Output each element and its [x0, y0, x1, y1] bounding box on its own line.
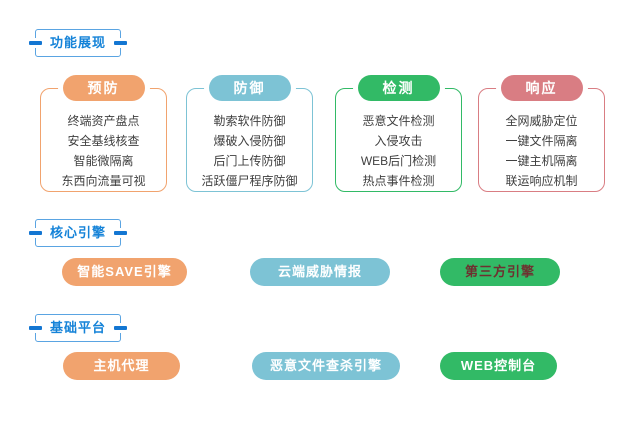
card-prevention-items: 终端资产盘点 安全基线核查 智能微隔离 东西向流量可视 — [41, 111, 166, 191]
card-item: 一键主机隔离 — [505, 154, 578, 168]
card-item: 东西向流量可视 — [61, 174, 146, 188]
card-prevention: 预防 终端资产盘点 安全基线核查 智能微隔离 东西向流量可视 — [40, 75, 167, 192]
card-item: 安全基线核查 — [67, 134, 140, 148]
card-detection-title: 检测 — [357, 75, 440, 101]
card-item: 智能微隔离 — [73, 154, 134, 168]
card-defense-items: 勒索软件防御 爆破入侵防御 后门上传防御 活跃僵尸程序防御 — [187, 111, 312, 191]
card-item: 一键文件隔离 — [505, 134, 578, 148]
card-item: WEB后门检测 — [360, 154, 437, 168]
card-response: 响应 全网威胁定位 一键文件隔离 一键主机隔离 联运响应机制 — [478, 75, 605, 192]
card-item: 勒索软件防御 — [213, 114, 286, 128]
section-header-base-platform: 基础平台 — [35, 314, 121, 342]
pill-save-engine: 智能SAVE引擎 — [62, 258, 187, 286]
pill-web-console: WEB控制台 — [440, 352, 557, 380]
card-item: 恶意文件检测 — [362, 114, 435, 128]
card-detection-items: 恶意文件检测 入侵攻击 WEB后门检测 热点事件检测 — [336, 111, 461, 191]
card-item: 终端资产盘点 — [67, 114, 140, 128]
pill-cloud-threat-intel: 云端威胁情报 — [250, 258, 390, 286]
card-item: 入侵攻击 — [374, 134, 423, 148]
card-defense-title: 防御 — [208, 75, 291, 101]
section-header-core-engines: 核心引擎 — [35, 219, 121, 247]
card-item: 联运响应机制 — [505, 174, 578, 188]
pill-malware-scan-engine: 恶意文件查杀引擎 — [252, 352, 400, 380]
card-item: 爆破入侵防御 — [213, 134, 286, 148]
card-response-title: 响应 — [500, 75, 583, 101]
card-item: 热点事件检测 — [362, 174, 435, 188]
card-prevention-title: 预防 — [62, 75, 145, 101]
card-item: 全网威胁定位 — [505, 114, 578, 128]
card-item: 后门上传防御 — [213, 154, 286, 168]
card-response-items: 全网威胁定位 一键文件隔离 一键主机隔离 联运响应机制 — [479, 111, 604, 191]
card-item: 活跃僵尸程序防御 — [201, 174, 298, 188]
card-detection: 检测 恶意文件检测 入侵攻击 WEB后门检测 热点事件检测 — [335, 75, 462, 192]
pill-third-party-engine: 第三方引擎 — [440, 258, 560, 286]
card-defense: 防御 勒索软件防御 爆破入侵防御 后门上传防御 活跃僵尸程序防御 — [186, 75, 313, 192]
pill-host-agent: 主机代理 — [63, 352, 180, 380]
section-header-features: 功能展现 — [35, 29, 121, 57]
